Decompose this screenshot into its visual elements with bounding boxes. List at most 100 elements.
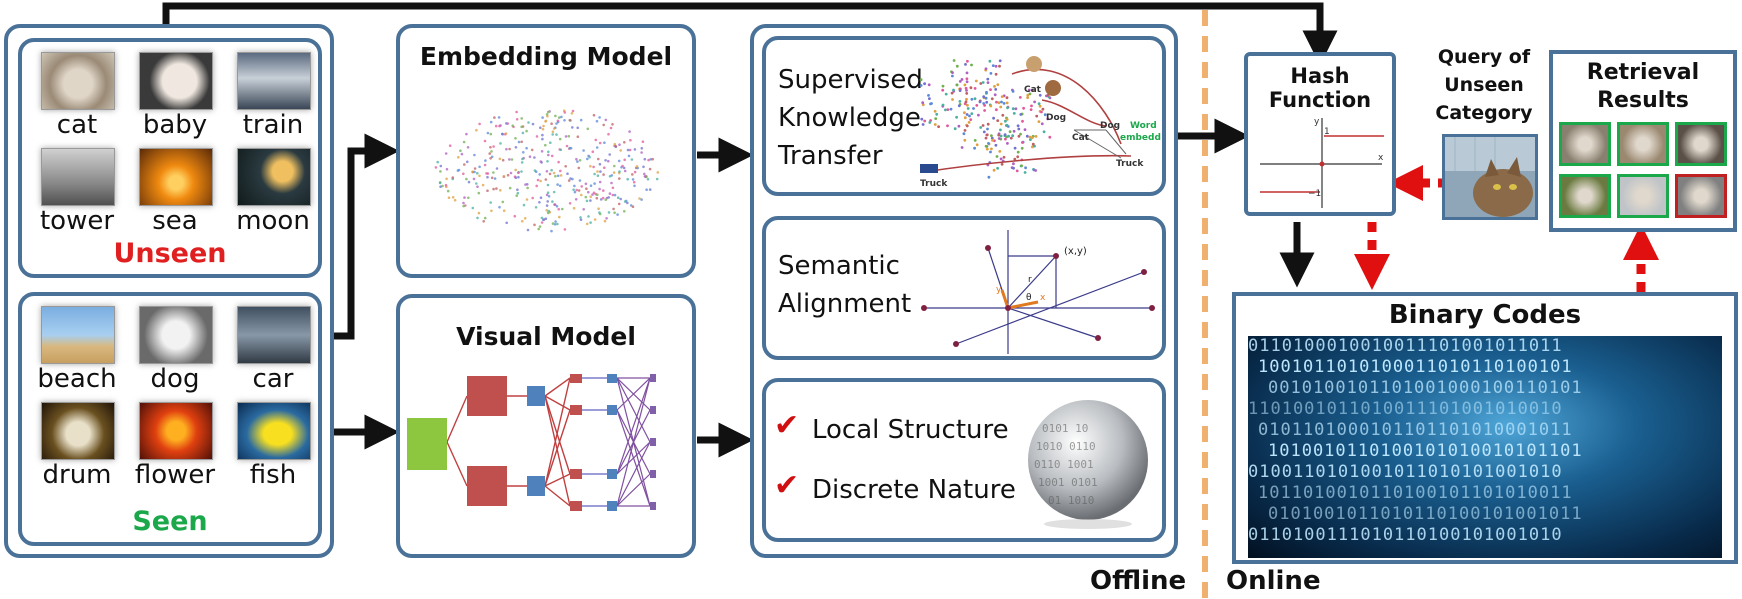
plot-label-dog: Dog — [1046, 113, 1066, 123]
hash-function-panel: Hash Function y x 1 −1 — [1244, 52, 1396, 216]
plot-label-dog2: Dog — [1100, 121, 1120, 131]
knowledge-transfer-line1: Supervised — [778, 65, 923, 95]
fish-image — [237, 402, 311, 460]
online-label: Online — [1226, 566, 1321, 596]
alignment-label-r: r — [1028, 275, 1032, 285]
sea-label: sea — [152, 206, 198, 236]
train-label: train — [242, 110, 304, 140]
binary-code-row: 1101001011010011101001010010 — [1248, 399, 1563, 419]
binary-sphere-image: 0101 10 1010 0110 0110 1001 1001 0101 01 1… — [1028, 400, 1148, 529]
knowledge-transfer-line3: Transfer — [778, 141, 883, 171]
binary-code-row: 0010100101101001000100110101 — [1268, 378, 1583, 398]
visual-model-title: Visual Model — [456, 322, 636, 351]
neural-network-diagram — [407, 374, 656, 511]
retrieval-results-panel: Retrieval Results — [1549, 50, 1737, 232]
word-embedding-plot: Cat Dog Cat Dog Truck Truck Word embeddi… — [919, 56, 1161, 189]
fish-label: fish — [249, 460, 297, 490]
knowledge-transfer-panel: Supervised Knowledge Transfer Cat Dog Ca… — [762, 36, 1166, 196]
train-image — [237, 52, 311, 110]
hash-tick-neg: −1 — [1308, 189, 1321, 199]
binary-code-row: 1010010110100101010010101101 — [1268, 441, 1583, 461]
semantic-alignment-panel: Semantic Alignment (x,y) r θ y x — [762, 216, 1166, 360]
binary-code-row: 1011010010110100101101010011 — [1258, 483, 1573, 503]
binary-code-row: 0101101000101101101010001011 — [1258, 420, 1573, 440]
svg-text:1010 0110: 1010 0110 — [1036, 440, 1096, 453]
sign-function-plot: y x 1 −1 — [1260, 117, 1384, 208]
svg-text:0101 10: 0101 10 — [1042, 422, 1088, 435]
constraint-discrete-nature: Discrete Nature — [812, 475, 1016, 505]
checkmark-icon: ✔ — [774, 468, 800, 503]
hash-axis-y: y — [1314, 117, 1320, 127]
constraint-local-structure: Local Structure — [812, 415, 1009, 445]
query-title-line3: Category — [1435, 102, 1533, 124]
car-label: car — [252, 364, 294, 394]
alignment-label-x: x — [1040, 293, 1046, 303]
embedding-model-title: Embedding Model — [419, 42, 673, 71]
plot-label-truck: Truck — [920, 179, 948, 189]
drum-label: drum — [42, 460, 112, 490]
flower-label: flower — [134, 460, 216, 490]
semantic-alignment-line2: Alignment — [778, 289, 912, 319]
retrieval-result-1[interactable] — [1559, 122, 1611, 166]
alignment-label-theta: θ — [1026, 293, 1032, 303]
hash-axis-x: x — [1378, 153, 1384, 163]
visual-model-panel: Visual Model — [396, 294, 696, 558]
retrieval-title-line2: Results — [1597, 88, 1689, 113]
query-title-line1: Query of — [1437, 46, 1531, 68]
sea-image — [139, 148, 213, 206]
retrieval-result-3[interactable] — [1675, 122, 1727, 166]
binary-code-row: 0110100010010011101001011011 — [1248, 336, 1563, 356]
cat-label: cat — [56, 110, 98, 140]
drum-image — [41, 402, 115, 460]
svg-text:0110 1001: 0110 1001 — [1034, 458, 1094, 471]
hash-function-title-line2: Function — [1268, 88, 1372, 112]
plot-label-truck2: Truck — [1116, 159, 1144, 169]
svg-text:1001 0101: 1001 0101 — [1038, 476, 1098, 489]
query-image[interactable] — [1442, 134, 1538, 220]
plot-label-word: Word — [1130, 121, 1157, 131]
tower-image — [41, 148, 115, 206]
alignment-label-y: y — [996, 285, 1002, 295]
plot-label-cat: Cat — [1024, 85, 1042, 95]
query-cat-image — [1445, 137, 1535, 217]
semantic-alignment-line1: Semantic — [778, 251, 900, 281]
moon-label: moon — [236, 206, 310, 236]
offline-label: Offline — [1090, 566, 1187, 596]
svg-text:01 1010: 01 1010 — [1048, 494, 1094, 507]
cat-image — [41, 52, 115, 110]
baby-label: baby — [142, 110, 208, 140]
knowledge-transfer-line2: Knowledge — [778, 103, 921, 133]
hash-function-title-line1: Hash — [1290, 64, 1350, 88]
alignment-point-label: (x,y) — [1064, 246, 1087, 257]
constraints-panel: ✔ Local Structure ✔ Discrete Nature 0101… — [762, 378, 1166, 542]
binary-codes-panel: Binary Codes 011010001001001110100101101… — [1232, 292, 1738, 564]
tower-label: tower — [39, 206, 115, 236]
arrow-to-hash-top — [162, 2, 1338, 66]
embedding-model-panel: Embedding Model — [396, 24, 696, 278]
beach-label: beach — [37, 364, 117, 394]
seen-label: Seen — [132, 506, 208, 537]
retrieval-result-2[interactable] — [1617, 122, 1669, 166]
binary-code-row: 0101001011010110100101001011 — [1268, 504, 1583, 524]
retrieval-result-6[interactable] — [1675, 174, 1727, 218]
plot-label-cat2: Cat — [1072, 133, 1090, 143]
baby-image — [139, 52, 213, 110]
plot-label-embedding: embedding — [1120, 133, 1161, 143]
binary-code-row: 0110100111010110100101001010 — [1248, 525, 1563, 545]
flower-image — [139, 402, 213, 460]
query-title-line2: Unseen — [1444, 74, 1524, 96]
retrieval-result-5[interactable] — [1617, 174, 1669, 218]
beach-image — [41, 306, 115, 364]
hash-tick-pos: 1 — [1324, 127, 1330, 137]
dog-label: dog — [150, 364, 200, 394]
retrieval-title-line1: Retrieval — [1586, 60, 1700, 85]
checkmark-icon: ✔ — [774, 408, 800, 443]
alignment-geometry-diagram: (x,y) r θ y x — [921, 230, 1155, 354]
retrieval-result-4[interactable] — [1559, 174, 1611, 218]
embedding-scatter-plot — [434, 109, 660, 233]
binary-code-row: 0100110101001011010101001010 — [1248, 462, 1563, 482]
moon-image — [237, 148, 311, 206]
binary-code-row: 1001011010100011010110100101 — [1258, 357, 1573, 377]
